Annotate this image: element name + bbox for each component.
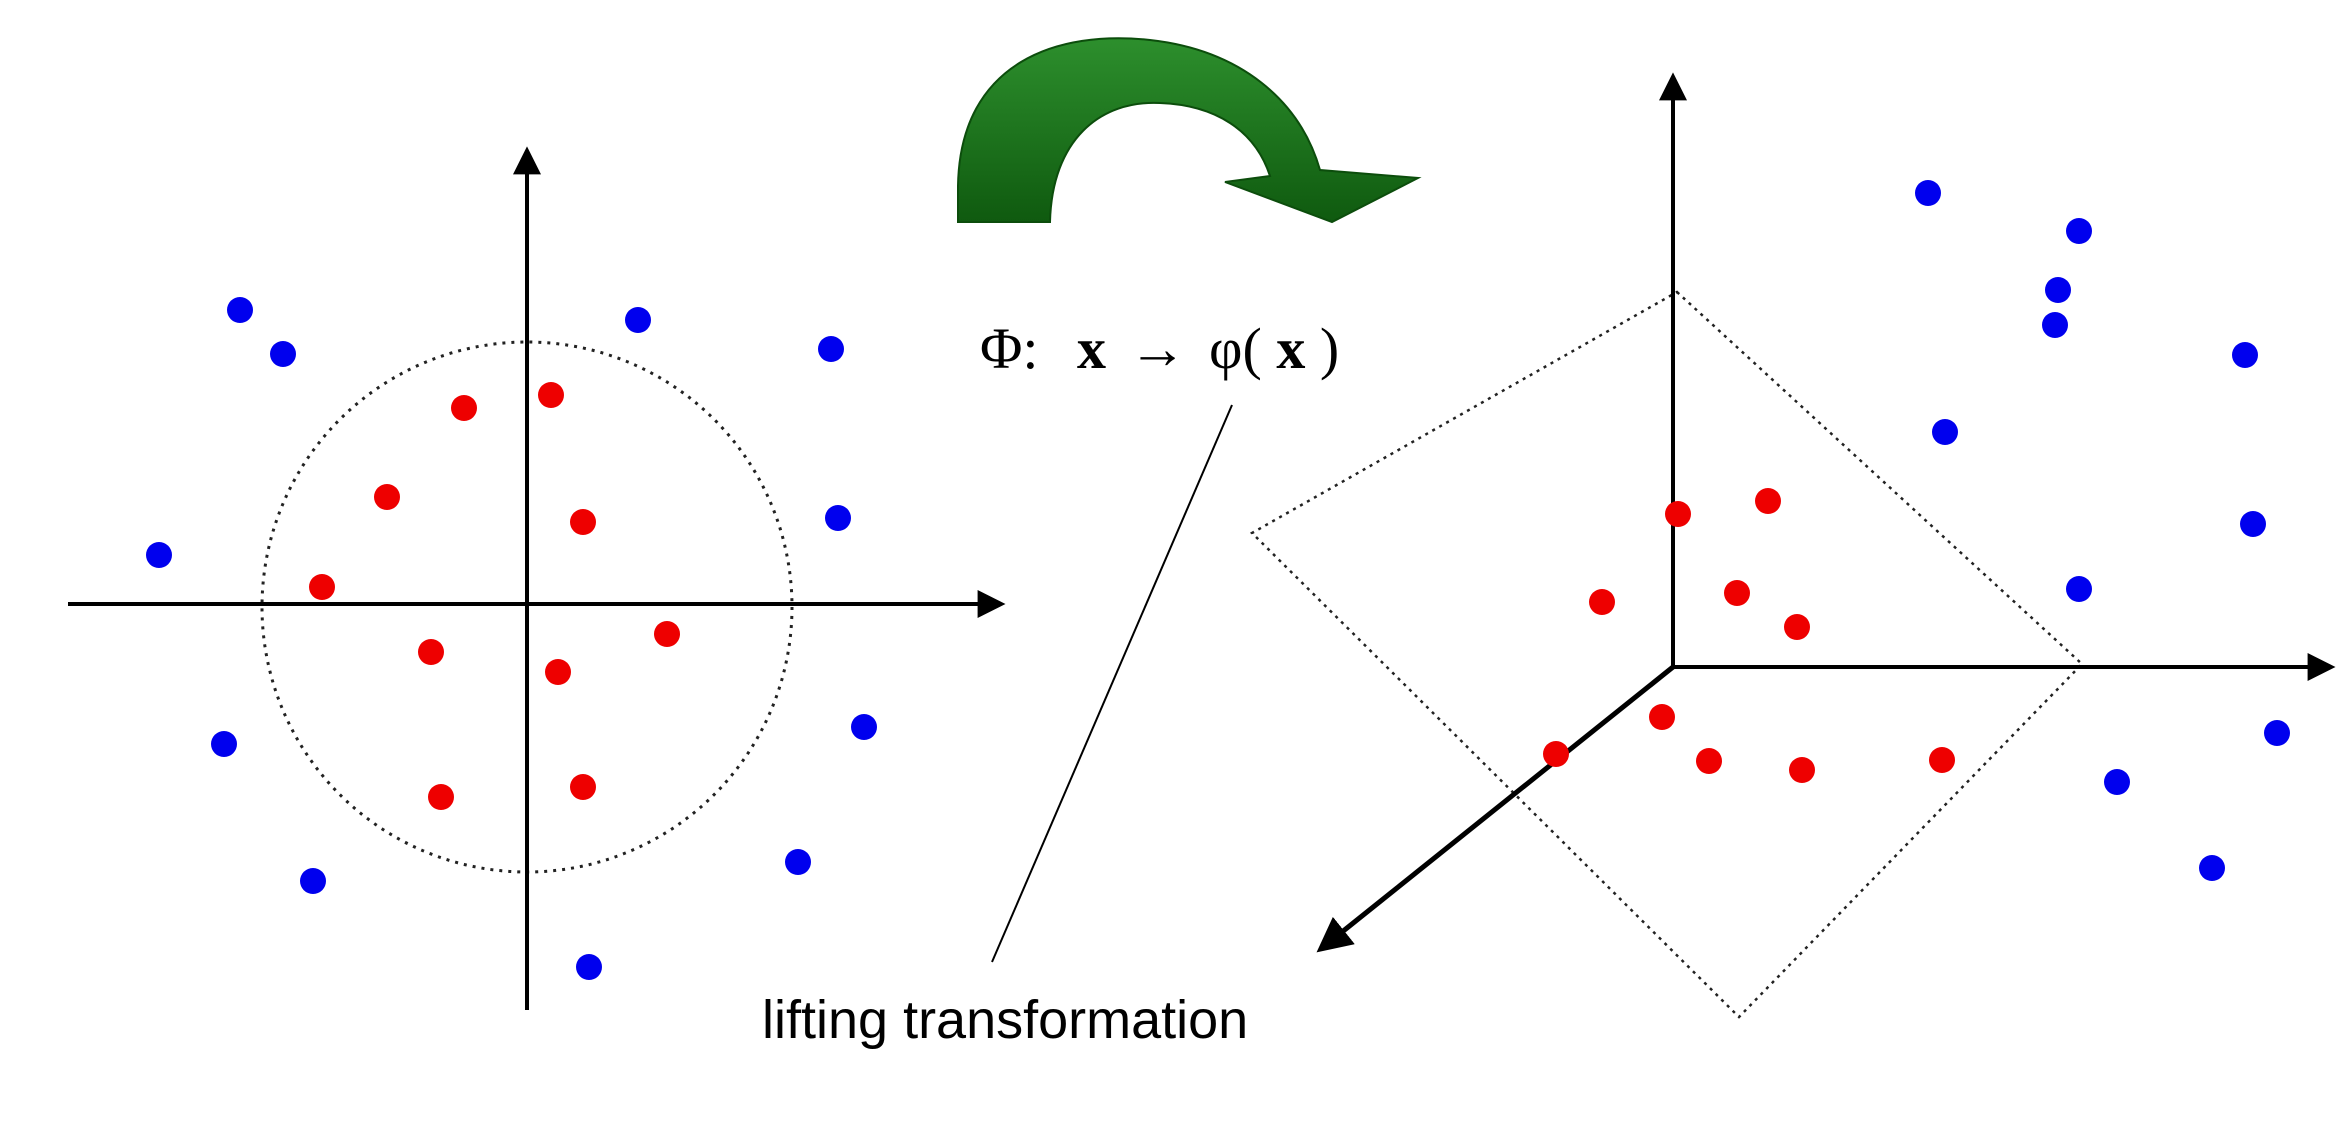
- red-data-point: [1589, 589, 1615, 615]
- formula-close-paren: ): [1320, 316, 1339, 381]
- red-data-point: [309, 574, 335, 600]
- caption-pointer-line: [991, 404, 1233, 963]
- blue-data-point: [2042, 312, 2068, 338]
- blue-data-point: [227, 297, 253, 323]
- red-data-point: [1784, 614, 1810, 640]
- blue-data-point: [270, 341, 296, 367]
- red-data-point: [545, 659, 571, 685]
- blue-data-point: [851, 714, 877, 740]
- input-space-panel: [68, 146, 1006, 1010]
- red-data-point: [428, 784, 454, 810]
- blue-data-point: [211, 731, 237, 757]
- formula-varphi: φ(: [1209, 316, 1262, 381]
- feature-space-panel: [1249, 72, 2336, 1019]
- formula-x: x: [1077, 316, 1106, 381]
- red-data-point: [451, 395, 477, 421]
- red-data-point: [1696, 748, 1722, 774]
- blue-data-point: [818, 336, 844, 362]
- feature-points: [1543, 180, 2290, 881]
- blue-data-point: [2104, 769, 2130, 795]
- input-points: [146, 297, 877, 980]
- blue-data-point: [2066, 576, 2092, 602]
- red-data-point: [1665, 501, 1691, 527]
- blue-data-point: [2232, 342, 2258, 368]
- blue-data-point: [2240, 511, 2266, 537]
- red-data-point: [1649, 704, 1675, 730]
- blue-data-point: [2264, 720, 2290, 746]
- maps-to-arrow: →: [1129, 316, 1187, 381]
- blue-data-point: [576, 954, 602, 980]
- blue-data-point: [300, 868, 326, 894]
- red-data-point: [654, 621, 680, 647]
- mapping-formula: Φ: x → φ( x ): [980, 316, 1339, 381]
- red-data-point: [1929, 747, 1955, 773]
- blue-data-point: [2066, 218, 2092, 244]
- feature-y-axis: [1316, 665, 1675, 953]
- blue-data-point: [625, 307, 651, 333]
- blue-data-point: [1932, 419, 1958, 445]
- diagram-caption: lifting transformation: [762, 990, 1248, 1050]
- red-data-point: [374, 484, 400, 510]
- red-data-point: [1543, 741, 1569, 767]
- separating-plane: [1249, 290, 2084, 1019]
- red-data-point: [418, 639, 444, 665]
- red-data-point: [570, 774, 596, 800]
- blue-data-point: [785, 849, 811, 875]
- curved-arrow-icon: [957, 37, 1422, 224]
- formula-x-arg: x: [1276, 316, 1305, 381]
- red-data-point: [1789, 757, 1815, 783]
- red-data-point: [570, 509, 596, 535]
- blue-data-point: [2199, 855, 2225, 881]
- red-data-point: [1724, 580, 1750, 606]
- blue-data-point: [146, 542, 172, 568]
- blue-data-point: [1915, 180, 1941, 206]
- blue-data-point: [825, 505, 851, 531]
- blue-data-point: [2045, 277, 2071, 303]
- red-data-point: [1755, 488, 1781, 514]
- red-data-point: [538, 382, 564, 408]
- phi-symbol: Φ:: [980, 316, 1039, 381]
